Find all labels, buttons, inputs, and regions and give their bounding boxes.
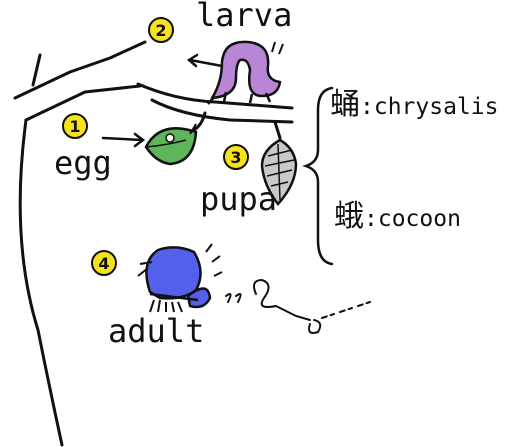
leaf-with-egg-icon bbox=[146, 124, 196, 164]
stage-label-egg: egg bbox=[54, 144, 112, 182]
svg-text:1: 1 bbox=[69, 117, 80, 136]
svg-text:2: 2 bbox=[155, 21, 166, 40]
arrow-to-larva bbox=[189, 55, 222, 66]
brace bbox=[306, 88, 332, 264]
stage-label-adult: adult bbox=[108, 312, 204, 350]
badge-egg: 1 bbox=[63, 114, 87, 138]
badge-larva: 2 bbox=[149, 18, 173, 42]
svg-text::chrysalis: :chrysalis bbox=[360, 94, 498, 120]
term-cocoon: 蛾 :cocoon bbox=[334, 199, 461, 234]
svg-text:蛾: 蛾 bbox=[334, 199, 364, 234]
svg-text:4: 4 bbox=[98, 254, 109, 273]
stage-label-larva: larva bbox=[196, 0, 292, 34]
svg-text:3: 3 bbox=[230, 148, 241, 167]
svg-text:蛹: 蛹 bbox=[330, 87, 360, 122]
badge-adult: 4 bbox=[92, 251, 116, 275]
flight-path bbox=[226, 280, 370, 333]
butterfly-adult-icon bbox=[138, 244, 222, 312]
term-chrysalis: 蛹 :chrysalis bbox=[330, 87, 498, 122]
svg-text::cocoon: :cocoon bbox=[364, 206, 461, 232]
badge-pupa: 3 bbox=[224, 145, 248, 169]
larva-caterpillar-icon bbox=[208, 42, 283, 104]
stage-label-pupa: pupa bbox=[200, 180, 277, 218]
